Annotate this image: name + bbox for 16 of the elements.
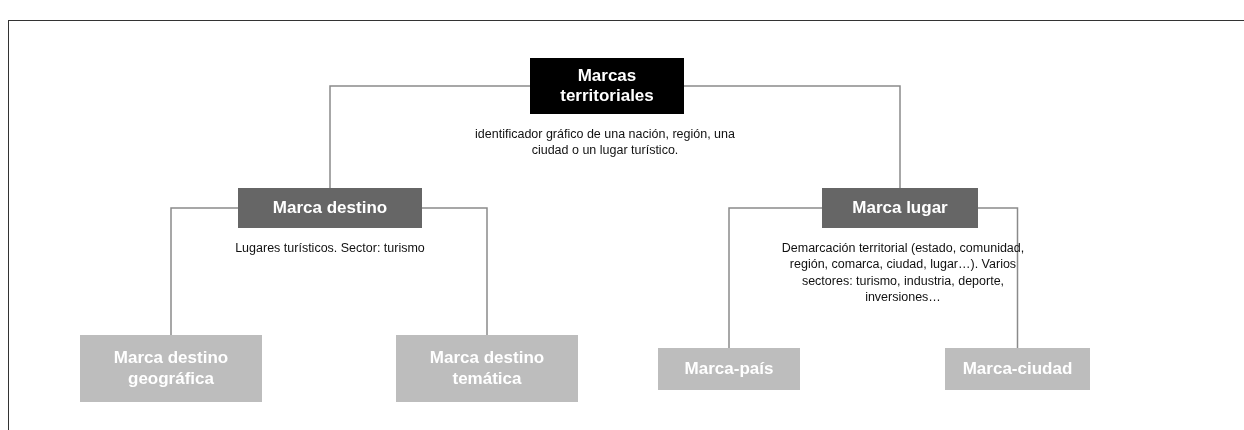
category-box: Marca-país (658, 348, 800, 390)
connector-line (170, 207, 239, 336)
category-box: Marca lugar (822, 188, 978, 228)
description-text: Lugares turísticos. Sector: turismo (234, 240, 426, 257)
category-box: Marca destino (238, 188, 422, 228)
connector-line (329, 85, 531, 189)
category-box: Marca destino temática (396, 335, 578, 402)
category-box: Marca destino geográfica (80, 335, 262, 402)
category-box: Marcas territoriales (530, 58, 684, 114)
description-text: Demarcación territorial (estado, comunidad, región, comarca, ciudad, lugar…). Varios sectores: turismo, industria, deporte, inversiones… (780, 240, 1026, 305)
connector-line (977, 207, 1019, 349)
connector-line (683, 85, 901, 189)
connector-line (728, 207, 823, 349)
category-box: Marca-ciudad (945, 348, 1090, 390)
connector-line (421, 207, 488, 336)
description-text: identificador gráfico de una nación, región, una ciudad o un lugar turístico. (474, 126, 736, 159)
